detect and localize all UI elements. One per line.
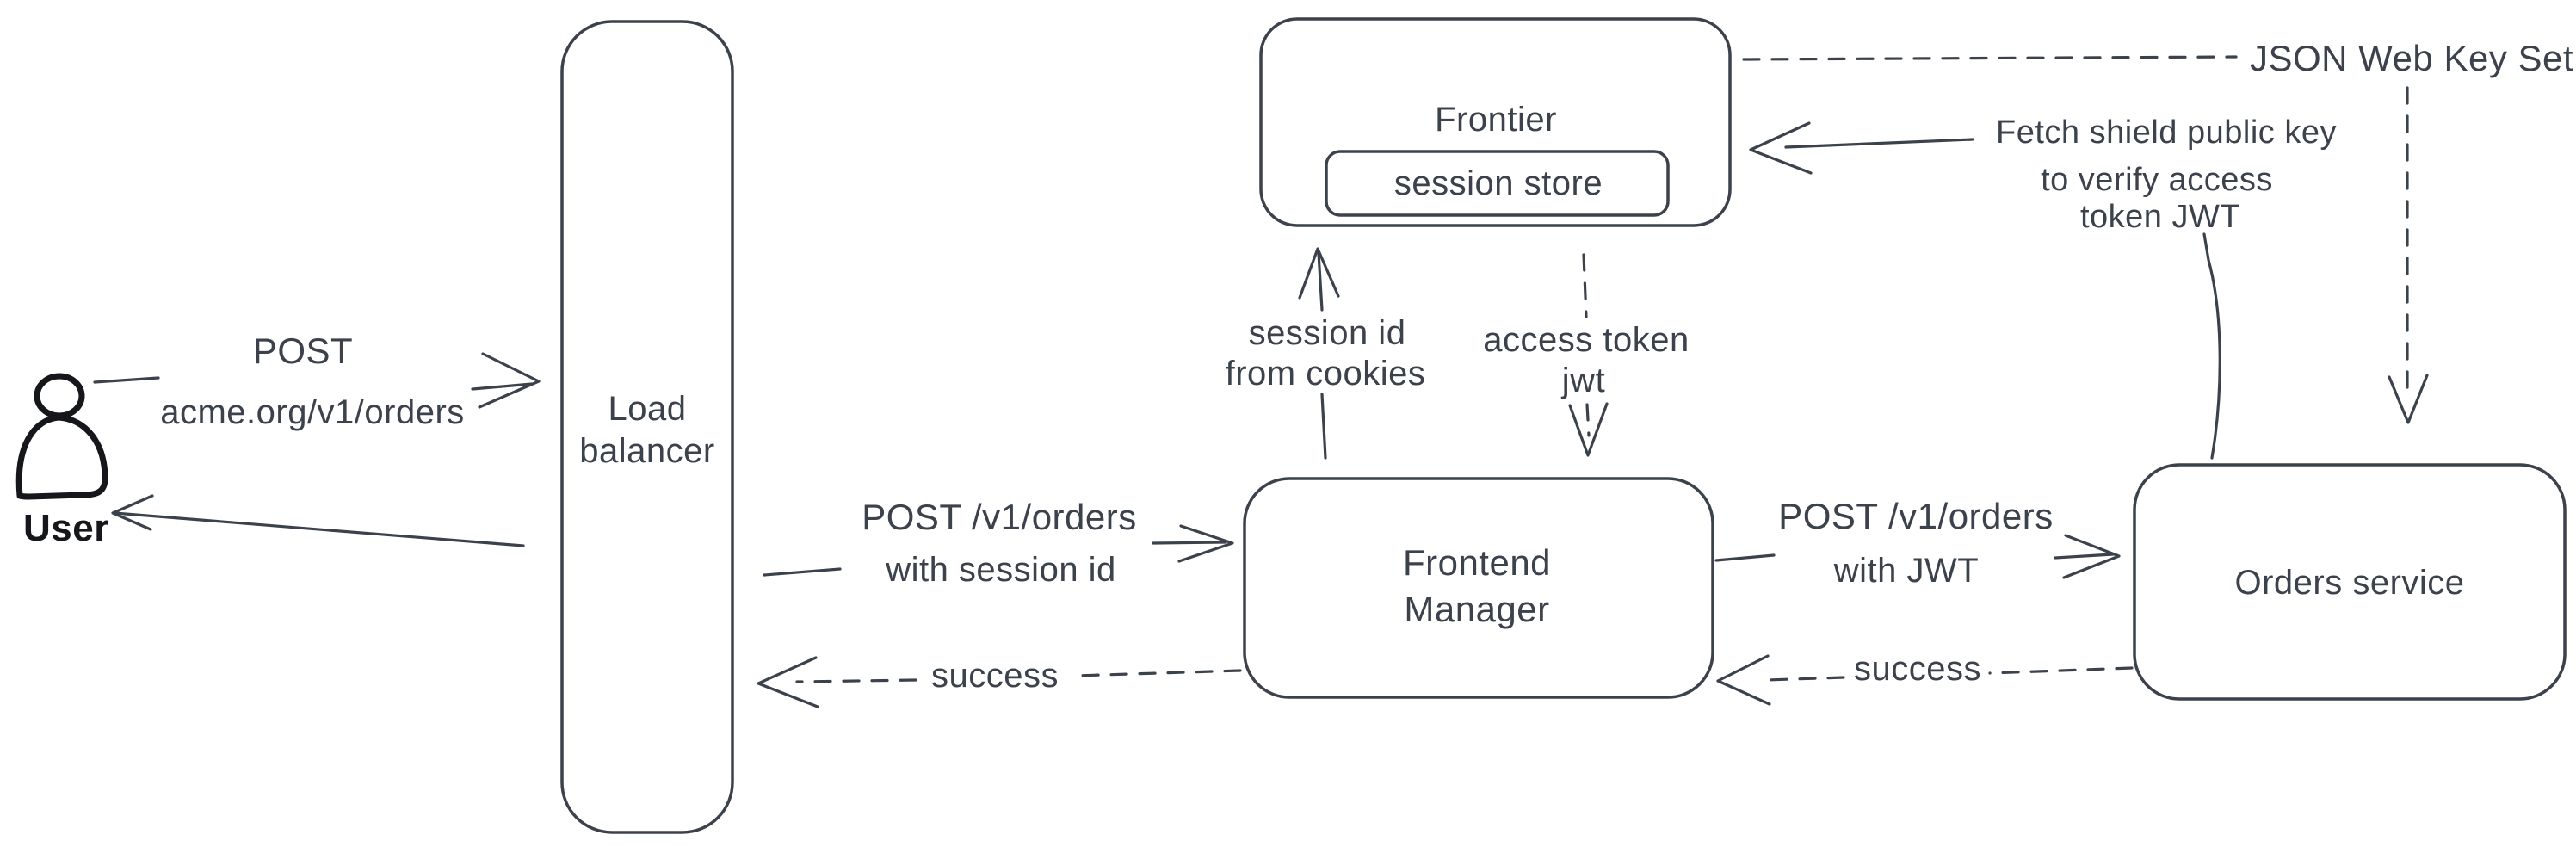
edge-lb-to-fm-shaft — [1152, 541, 1227, 545]
edge-orders-to-frontier-label-line2: to verify access — [2041, 162, 2273, 198]
edge-lb-to-fm: POST /v1/orders with session id — [763, 497, 1234, 589]
edge-fm-to-frontier-arrowhead-icon — [1298, 247, 1340, 300]
edge-lb-to-user-arrowhead-icon — [111, 494, 154, 531]
edge-orders-to-frontier-curve — [2202, 232, 2221, 460]
user-label: User — [23, 507, 109, 549]
node-load-balancer: Load balancer — [560, 20, 734, 834]
edge-frontier-to-fm-arrowhead-icon — [1568, 402, 1609, 457]
edge-fm-to-frontier-shaft-upper — [1317, 251, 1324, 312]
edge-orders-to-fm-success-dash-right — [1988, 666, 2134, 675]
orders-service-label: Orders service — [2234, 564, 2464, 602]
edge-user-to-lb-arrowhead-icon — [478, 352, 541, 409]
edge-lb-to-fm-label-line1: POST /v1/orders — [862, 497, 1137, 537]
load-balancer-shape — [560, 20, 734, 834]
session-store-shape — [1325, 150, 1670, 217]
edge-fm-to-orders-label-line2: with JWT — [1833, 552, 1979, 590]
edge-jwks-to-orders-arrowhead-icon — [2388, 374, 2429, 424]
edge-orders-to-frontier-arrowhead-icon — [1749, 121, 1813, 175]
edge-orders-to-frontier-shaft — [1784, 138, 1974, 149]
edge-fm-to-orders: POST /v1/orders with JWT — [1714, 496, 2121, 590]
edge-user-to-lb-label-line1: POST — [253, 331, 353, 371]
user-icon-body — [15, 414, 108, 500]
node-orders-service: Orders service — [2133, 463, 2567, 701]
frontend-manager-label-line1: Frontend — [1403, 542, 1551, 583]
edge-orders-to-fm-success: success — [1716, 650, 2134, 706]
edge-lb-to-fm-arrowhead-icon — [1177, 524, 1234, 563]
edge-frontier-to-jwks: JSON Web Key Set — [1742, 38, 2573, 78]
jwks-label: JSON Web Key Set — [2250, 38, 2573, 78]
edge-fm-to-lb-success-dash-left — [795, 678, 917, 683]
edge-fm-to-orders-tail — [1714, 553, 1776, 562]
edge-jwks-to-orders — [2388, 86, 2429, 424]
edge-fm-to-lb-success-arrowhead-icon — [757, 656, 819, 708]
edge-lb-to-user-shaft — [113, 511, 525, 547]
node-frontend-manager: Frontend Manager — [1243, 477, 1714, 699]
edge-fm-to-orders-label-line1: POST /v1/orders — [1778, 496, 2054, 536]
edge-orders-to-fm-success-label: success — [1854, 650, 1981, 688]
edge-fm-to-frontier-label-line1: session id — [1249, 314, 1406, 352]
edge-lb-to-fm-tail — [763, 567, 842, 577]
load-balancer-label-line2: balancer — [579, 432, 714, 470]
load-balancer-label-line1: Load — [608, 390, 687, 428]
edge-orders-to-fm-success-dash-left — [1764, 676, 1845, 682]
edge-fm-to-lb-success-label: success — [931, 657, 1059, 695]
edge-user-to-lb-shaft — [471, 382, 534, 391]
user-icon-head — [34, 373, 85, 419]
frontier-label: Frontier — [1435, 101, 1557, 139]
user-actor: User — [15, 373, 109, 549]
edge-fm-to-frontier: session id from cookies — [1226, 247, 1426, 460]
edge-lb-to-fm-label-line2: with session id — [885, 551, 1116, 589]
edge-fm-to-frontier-shaft-lower — [1320, 393, 1327, 460]
edge-orders-to-frontier-fetch: Fetch shield public key to verify access… — [1749, 114, 2337, 460]
session-store-label: session store — [1394, 164, 1603, 202]
edge-user-to-lb-label-line2: acme.org/v1/orders — [160, 393, 465, 431]
edge-frontier-to-fm-dash-lower — [1585, 403, 1591, 437]
frontend-manager-label-line2: Manager — [1404, 589, 1549, 629]
edge-fm-to-lb-success: success — [757, 656, 1242, 708]
edge-frontier-to-fm: access token jwt — [1483, 253, 1689, 457]
edge-frontier-to-jwks-dash — [1742, 55, 2238, 61]
edge-frontier-to-fm-dash-upper — [1582, 253, 1588, 318]
edge-user-to-lb: POST acme.org/v1/orders — [93, 331, 541, 431]
edge-orders-to-fm-success-arrowhead-icon — [1716, 654, 1771, 706]
edge-orders-to-frontier-label-line3: token JWT — [2080, 199, 2240, 235]
edge-user-to-lb-tail — [93, 376, 160, 384]
frontend-manager-shape — [1243, 477, 1714, 699]
edge-orders-to-frontier-label-line1: Fetch shield public key — [1996, 114, 2337, 151]
edge-fm-to-orders-arrowhead-icon — [2062, 534, 2121, 579]
edge-fm-to-frontier-label-line2: from cookies — [1226, 355, 1426, 393]
node-frontier: Frontier session store — [1259, 17, 1732, 227]
edge-fm-to-orders-shaft — [2054, 553, 2115, 560]
edge-frontier-to-fm-label-line1: access token — [1483, 321, 1689, 359]
edge-frontier-to-fm-label-line2: jwt — [1561, 362, 1605, 399]
edge-fm-to-lb-success-dash-right — [1073, 669, 1242, 677]
orders-service-shape — [2133, 463, 2567, 701]
edge-lb-to-user — [111, 494, 525, 547]
